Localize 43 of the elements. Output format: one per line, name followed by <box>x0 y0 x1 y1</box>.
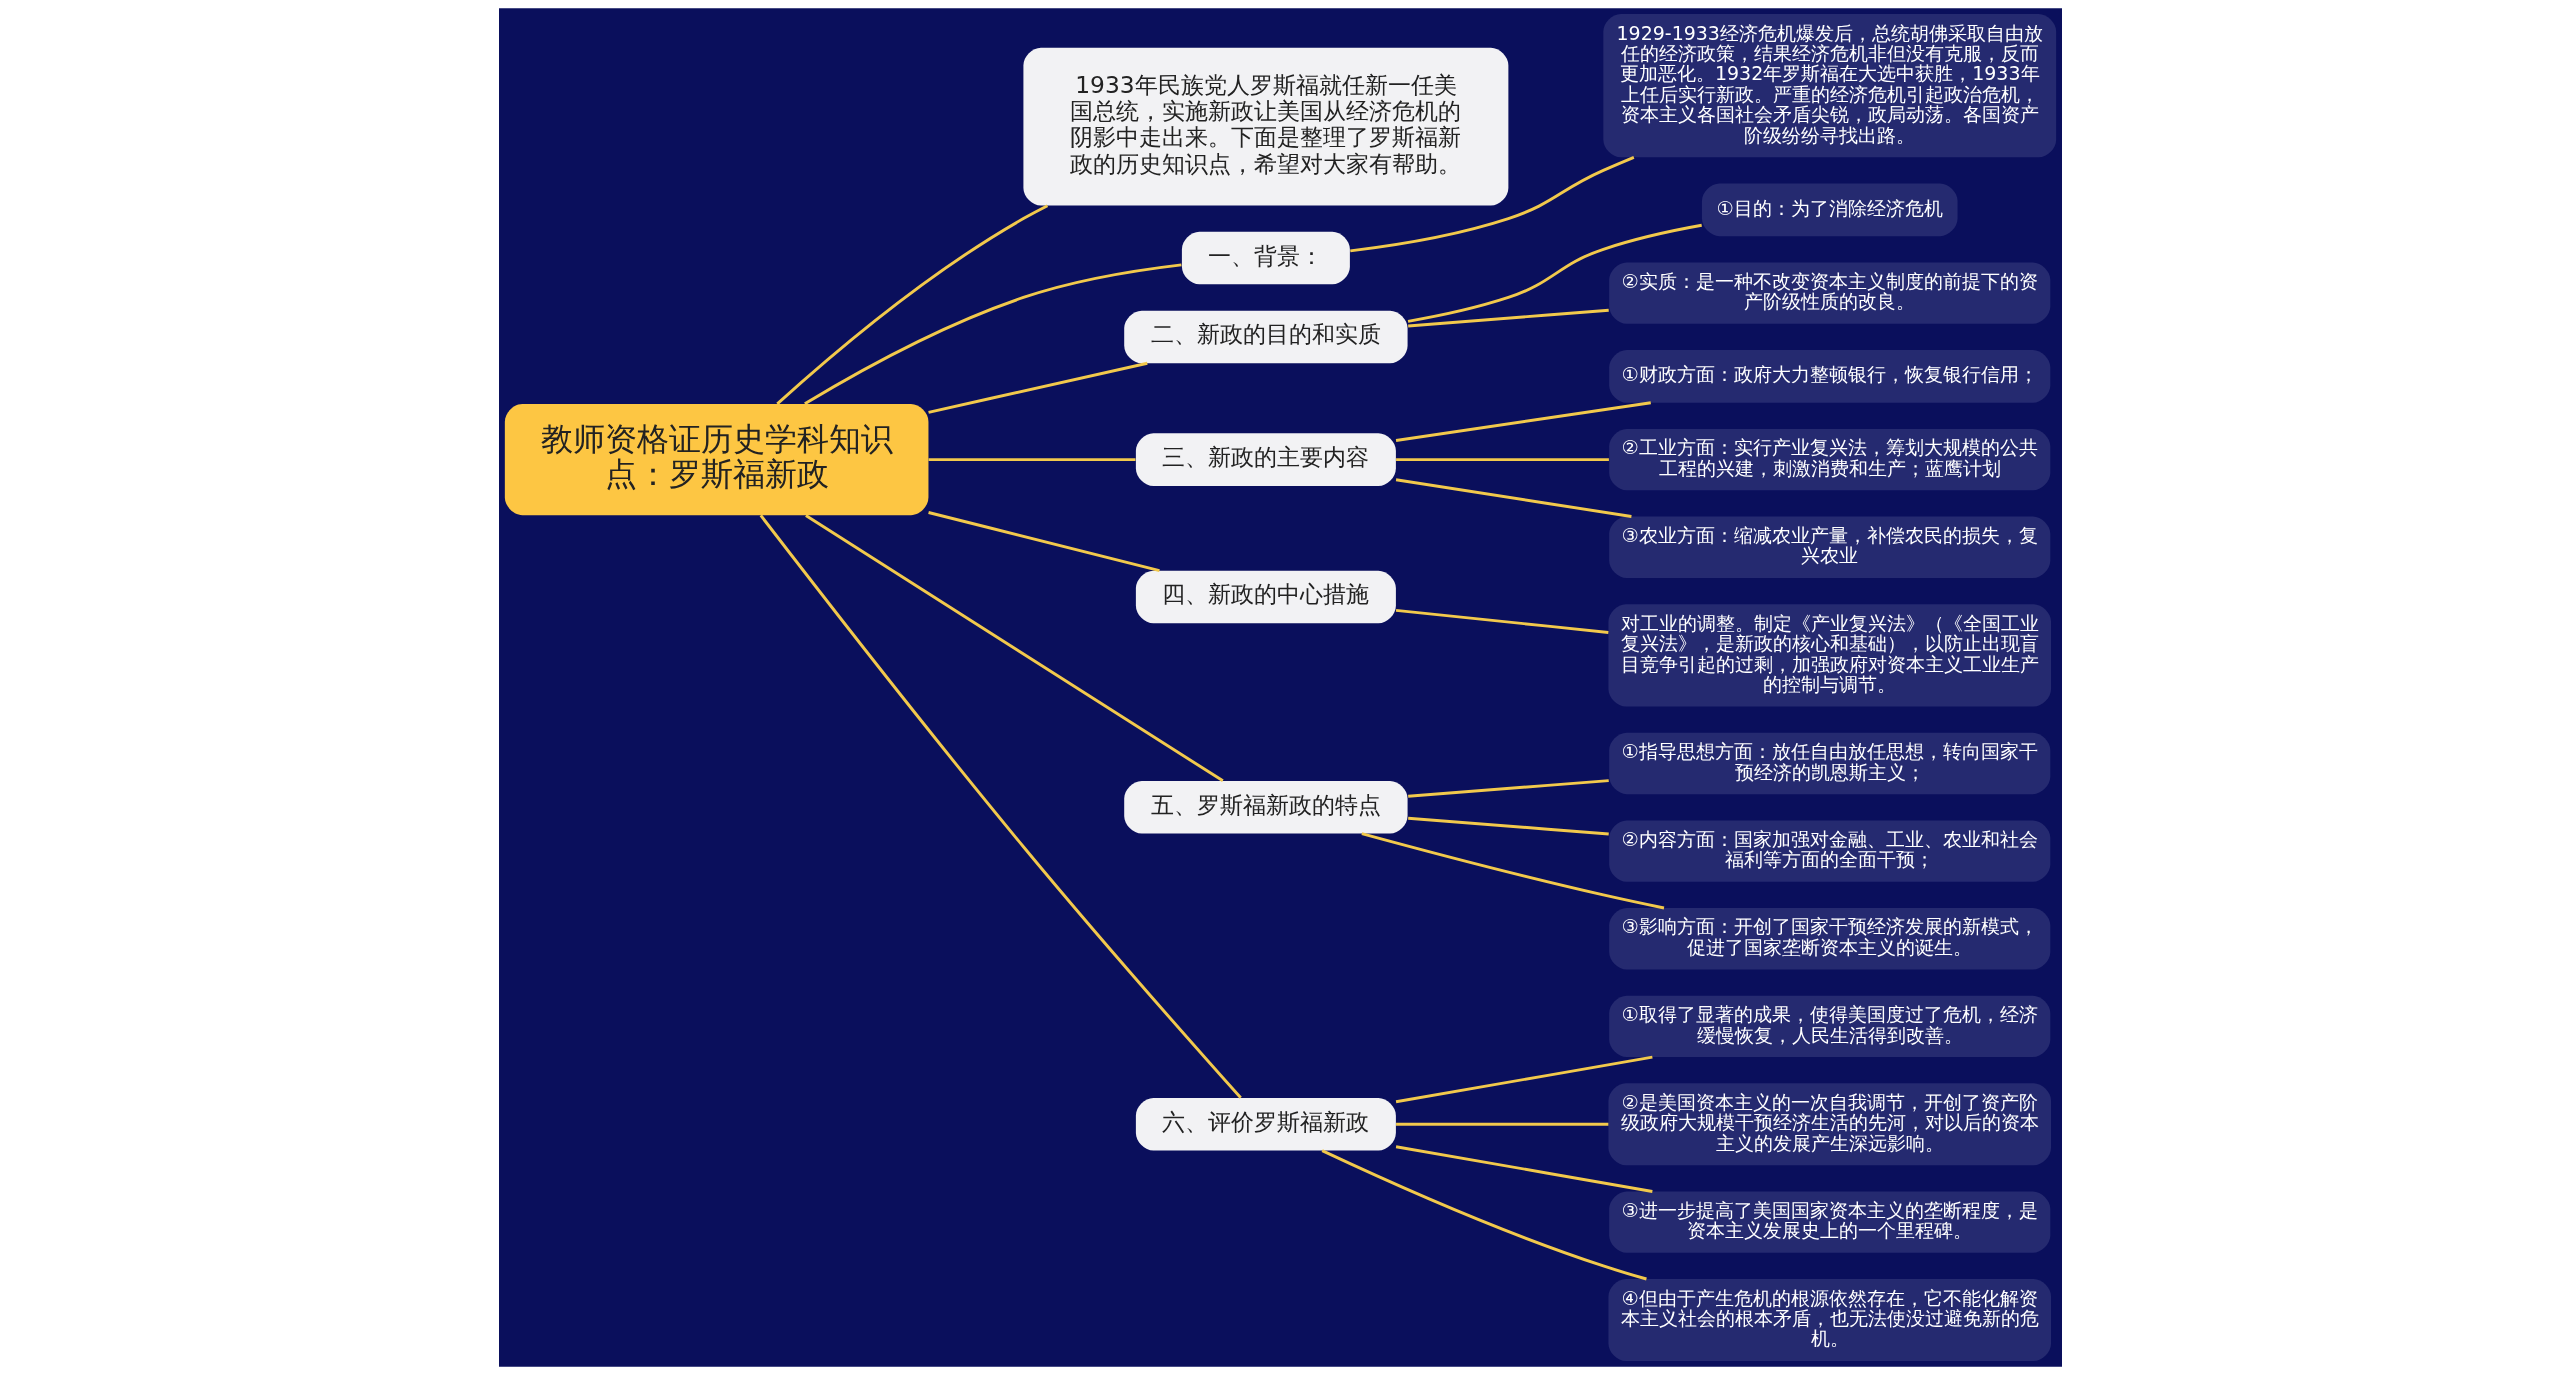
node-box: ②是美国资本主义的一次自我调节，开创了资产阶级政府大规模干预经济生活的先河，对以后的资本主义的发展产生深远影响。 <box>1607 1083 2051 1166</box>
connector <box>1395 608 1608 634</box>
connector <box>1349 156 1634 253</box>
node-box: 三、新政的主要内容 <box>1135 433 1396 486</box>
connector <box>1395 1145 1653 1193</box>
connector <box>1395 458 1609 462</box>
connector <box>1360 832 1664 910</box>
node-box: 二、新政的目的和实质 <box>1123 310 1408 364</box>
node-box: ①指导思想方面：放任自由放任思想，转向国家干预经济的凯恩斯主义； <box>1608 732 2050 795</box>
connector <box>1407 223 1702 323</box>
node-box: 六、评价罗斯福新政 <box>1135 1097 1396 1151</box>
connector <box>1395 1055 1653 1104</box>
connector <box>1395 1122 1608 1126</box>
node-box: ①取得了显著的成果，使得美国度过了危机，经济缓慢恢复，人民生活得到改善。 <box>1608 995 2050 1058</box>
connector <box>804 514 1224 783</box>
node-box: ①目的：为了消除经济危机 <box>1701 183 1958 237</box>
node-box: ①财政方面：政府大力整顿银行，恢复银行信用； <box>1608 350 2050 403</box>
node-box: 五、罗斯福新政的特点 <box>1123 781 1408 834</box>
connector <box>1407 308 1609 328</box>
node-box: ③农业方面：缩减农业产量，补偿农民的损失，复兴农业 <box>1608 516 2050 578</box>
node-box: ②工业方面：实行产业复兴法，筹划大规模的公共工程的兴建，刺激消费和生产；蓝鹰计划 <box>1608 428 2050 491</box>
connector <box>1407 779 1609 798</box>
node-box: ②实质：是一种不改变资本主义制度的前提下的资产阶级性质的改良。 <box>1608 262 2050 324</box>
node-box: 1929-1933经济危机爆发后，总统胡佛采取自由放任的经济政策，结果经济危机非但没有克服，反而更加恶化。1932年罗斯福在大选中获胜，1933年上任后实行新政。严重的经济危机引起政治危机，资本主义各国社会矛盾尖锐，政局动荡。各国资产阶级纷纷寻找出路。 <box>1602 14 2056 158</box>
node-box: 四、新政的中心措施 <box>1135 570 1396 624</box>
node-box: ③影响方面：开创了国家干预经济发展的新模式，促进了国家垄断资本主义的诞生。 <box>1608 908 2050 970</box>
connector <box>927 511 1160 572</box>
node-box: ③进一步提高了美国国家资本主义的垄断程度，是资本主义发展史上的一个里程碑。 <box>1608 1191 2050 1253</box>
connector <box>803 263 1182 405</box>
node-box: 教师资格证历史学科知识点：罗斯福新政 <box>504 404 928 516</box>
connector <box>1407 816 1609 836</box>
connector <box>1395 478 1632 518</box>
node-box: 对工业的调整。制定《产业复兴法》（《全国工业复兴法》，是新政的核心和基础），以防止出现盲目竞争引起的过剩，加强政府对资本主义工业生产的控制与调节。 <box>1607 604 2051 707</box>
node-box: 一、背景： <box>1181 231 1350 285</box>
connector <box>759 514 1242 1099</box>
connector <box>775 204 1048 405</box>
connector <box>928 458 1135 462</box>
connector <box>1321 1149 1647 1281</box>
node-box: ④但由于产生危机的根源依然存在，它不能化解资本主义社会的根本矛盾，也无法使没过避免新的危机。 <box>1607 1279 2051 1361</box>
node-box: ②内容方面：国家加强对金融、工业、农业和社会福利等方面的全面干预； <box>1608 820 2050 882</box>
connector <box>927 361 1148 414</box>
connector <box>1395 401 1651 442</box>
node-box: 1933年民族党人罗斯福就任新一任美国总统，实施新政让美国从经济危机的阴影中走出来。下面是整理了罗斯福新政的历史知识点，希望对大家有帮助。 <box>1022 47 1508 206</box>
